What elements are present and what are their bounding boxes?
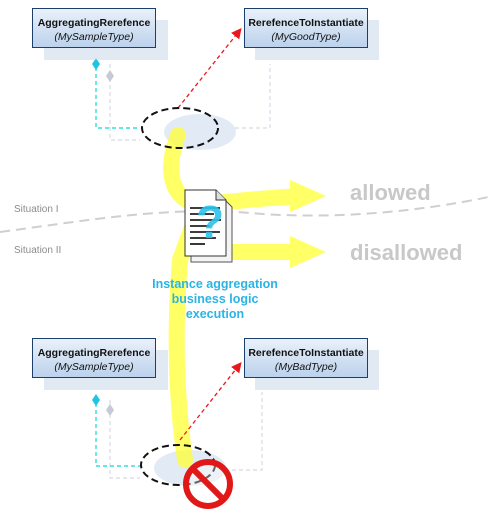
caption-line: execution <box>185 307 245 321</box>
question-mark-icon: ? <box>196 196 224 248</box>
caption-line: Instance aggregation <box>152 277 278 291</box>
flow-main <box>163 127 211 468</box>
association-node-top <box>141 107 219 149</box>
class-name: RerefenceToInstantiate <box>248 347 364 359</box>
class-type: (MySampleType) <box>54 31 134 43</box>
class-type: (MyBadType) <box>274 361 338 373</box>
composition-link-bottom <box>95 396 142 467</box>
dependency-arrow-top <box>177 27 242 109</box>
class-name: AggregatingRerefence <box>37 17 151 29</box>
class-box-aggregating-bottom[interactable]: AggregatingRerefence (MySampleType) <box>32 338 156 378</box>
class-box-reference-bottom[interactable]: RerefenceToInstantiate (MyBadType) <box>244 338 368 378</box>
composition-diamond-top <box>92 58 100 70</box>
situation-divider <box>0 195 493 233</box>
forbidden-icon <box>183 459 233 509</box>
dependency-arrow-bottom <box>179 361 242 441</box>
class-type: (MySampleType) <box>54 361 134 373</box>
document-icon <box>184 189 233 263</box>
verdict-disallowed: disallowed <box>350 240 463 265</box>
composition-link-top <box>95 60 140 129</box>
situation-label-2: Situation II <box>14 245 62 256</box>
allowed-arrowhead <box>290 180 326 212</box>
class-name: RerefenceToInstantiate <box>248 17 364 29</box>
situation-label-1: Situation I <box>14 204 59 215</box>
disallowed-arrowhead <box>290 236 326 268</box>
class-box-aggregating-top[interactable]: AggregatingRerefence (MySampleType) <box>32 8 156 48</box>
caption-line: business logic <box>171 292 259 306</box>
class-box-reference-top[interactable]: RerefenceToInstantiate (MyGoodType) <box>244 8 368 48</box>
execution-caption: Instance aggregation business logic exec… <box>135 277 295 322</box>
class-name: AggregatingRerefence <box>37 347 151 359</box>
verdict-allowed: allowed <box>350 180 431 205</box>
composition-diamond-bottom <box>92 394 100 406</box>
class-type: (MyGoodType) <box>271 31 341 43</box>
